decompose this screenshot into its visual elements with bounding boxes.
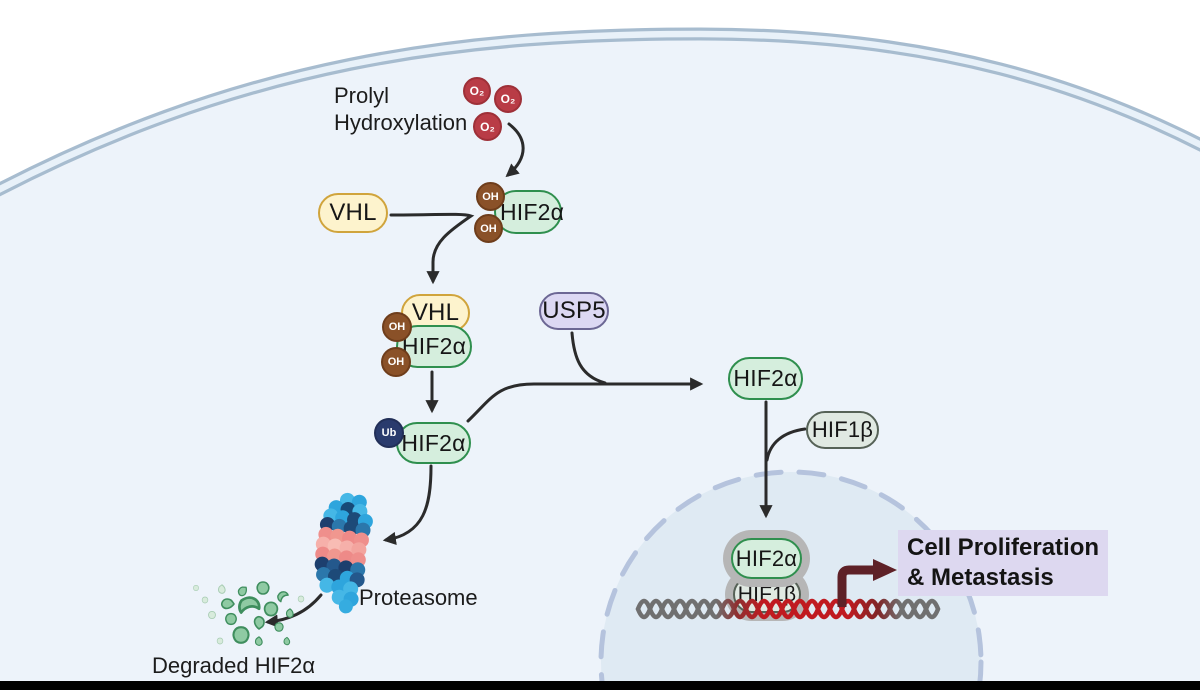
bottom-letterbox-bar <box>0 681 1200 690</box>
curve-usp5 <box>570 331 607 385</box>
hif2a-label: HIF2α <box>401 429 466 456</box>
hif1b-nuclear-pill: HIF1β <box>733 576 801 613</box>
arrow-proteasome-to-degraded <box>264 593 323 628</box>
arrow-ubiquitinated-to-proteasome <box>382 464 433 545</box>
hif1b-label: HIF1β <box>811 417 874 442</box>
outcome-line2: & Metastasis <box>907 564 1054 591</box>
vhl-label: VHL <box>329 199 377 226</box>
hif2a-nuclear-pill: HIF2α <box>731 538 802 579</box>
o2-label: O₂ <box>480 119 495 134</box>
proteasome-label: Proteasome <box>359 585 478 610</box>
degraded-hif2a-label: Degraded HIF2α <box>152 653 316 678</box>
curve-hif1b <box>765 427 807 462</box>
hif2a-label: HIF2α <box>735 545 798 571</box>
vhl-label: VHL <box>411 299 460 326</box>
arrow-deubiquitination-to-free-hif2a <box>466 377 704 423</box>
o2-molecule: O₂ <box>494 85 522 113</box>
promoter-arrow <box>837 559 897 607</box>
o2-label: O₂ <box>500 92 516 106</box>
oh-label: OH <box>387 356 405 368</box>
oh-group: OH <box>381 347 411 377</box>
oh-group: OH <box>382 312 412 342</box>
oh-group: OH <box>474 214 503 243</box>
degraded-fragments-icon <box>193 581 305 646</box>
usp5-label: USP5 <box>542 297 606 324</box>
cell-membrane <box>0 27 1200 197</box>
usp5-pill: USP5 <box>539 292 609 330</box>
arrow-o2-to-hif2a <box>505 122 525 178</box>
vhl-free-pill: VHL <box>318 193 388 233</box>
oh-label: OH <box>388 321 406 333</box>
ub-label: Ub <box>381 427 397 439</box>
hif2a-label: HIF2α <box>733 365 798 391</box>
hif1b-free-pill: HIF1β <box>806 411 879 449</box>
prolyl-hydroxylation-label: Prolyl Hydroxylation <box>334 83 468 135</box>
outcome-label: Cell Proliferation & Metastasis <box>898 530 1109 596</box>
o2-molecule: O₂ <box>463 77 491 105</box>
hif2a-ubiquitinated-pill: HIF2α <box>396 422 471 464</box>
hif2a-label: HIF2α <box>401 333 467 359</box>
arrow-vhl-to-complex <box>389 212 475 285</box>
oh-label: OH <box>480 222 497 235</box>
oh-label: OH <box>482 190 499 203</box>
outcome-line1: Cell Proliferation <box>907 534 1100 561</box>
o2-molecule: O₂ <box>473 112 502 141</box>
oh-group: OH <box>476 182 505 211</box>
hif2a-label: HIF2α <box>499 198 565 225</box>
ubiquitin: Ub <box>374 418 404 448</box>
hif2a-free-pill: HIF2α <box>728 357 803 400</box>
o2-label: O₂ <box>469 84 485 98</box>
hif1b-label: HIF1β <box>737 582 797 606</box>
